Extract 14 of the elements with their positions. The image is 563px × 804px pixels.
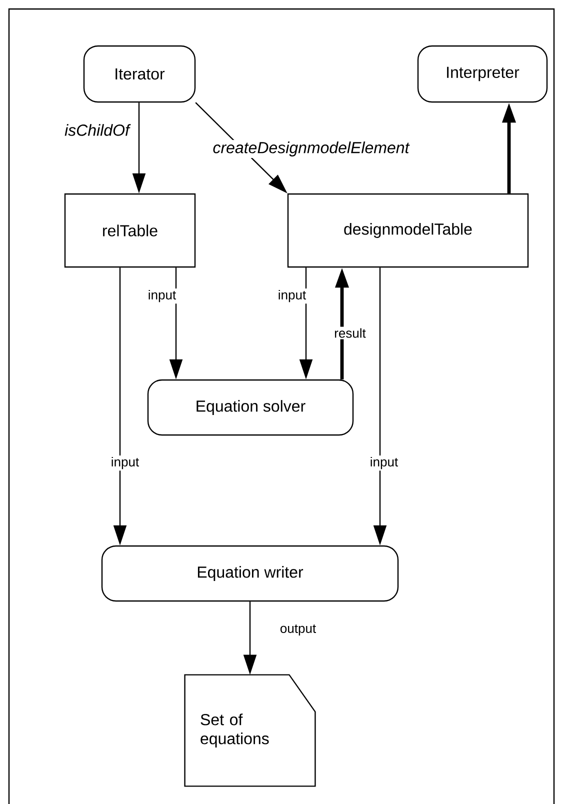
rounded-box: Equation writer (101, 545, 399, 602)
edge-label: input (368, 455, 400, 471)
edge-label: isChildOf (63, 122, 131, 138)
edge-label: input (276, 288, 308, 304)
edge-label: result (332, 326, 368, 340)
edge-label: input (146, 288, 178, 304)
edge-label: createDesignmodelElement (211, 140, 411, 158)
rounded-box: Interpreter (417, 45, 548, 103)
rounded-box: Equation solver (147, 379, 354, 436)
edge-label: output (278, 622, 318, 638)
rounded-box: Iterator (83, 45, 196, 103)
table-box: relTable (64, 193, 196, 268)
table-box: designmodelTable (287, 193, 529, 268)
edge-label: input (109, 455, 141, 471)
